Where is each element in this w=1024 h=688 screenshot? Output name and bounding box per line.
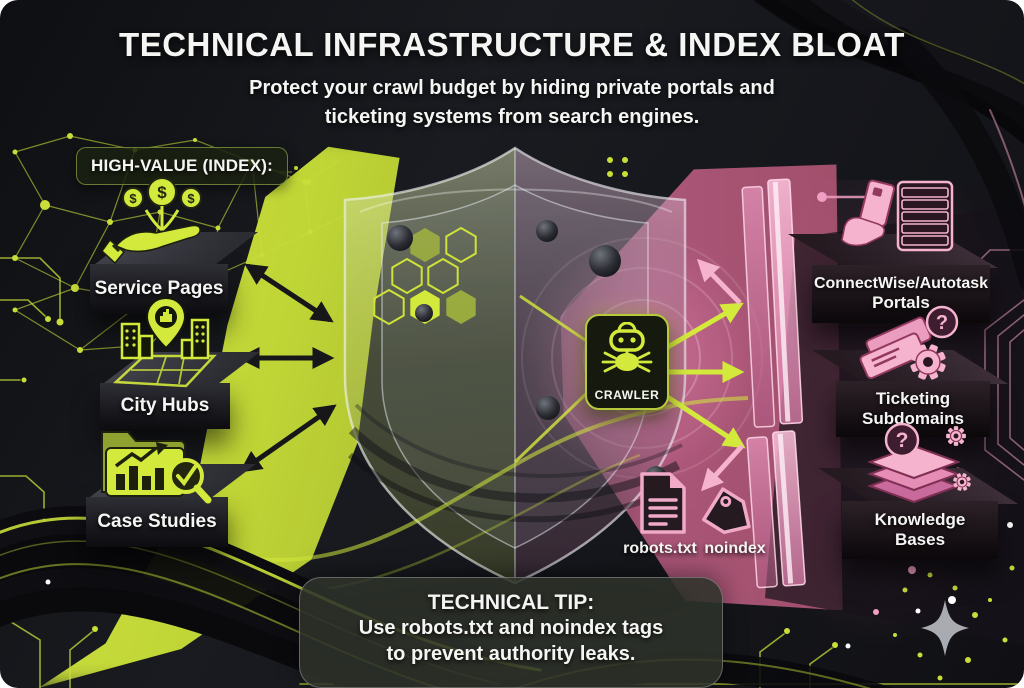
knowledge-label-line1: Knowledge xyxy=(874,510,966,530)
city-map-pin-icon xyxy=(112,296,217,388)
service-pages-label: Service Pages xyxy=(94,278,224,300)
noindex-label: noindex xyxy=(704,540,766,557)
svg-text:$: $ xyxy=(157,183,167,202)
technical-tip-heading: TECHNICAL TIP: xyxy=(427,591,595,614)
city-hubs-label: City Hubs xyxy=(120,395,210,417)
robots-txt-document-icon xyxy=(640,472,686,534)
hand-card-server-icon xyxy=(841,179,954,252)
subtitle-line-1: Protect your crawl budget by hiding priv… xyxy=(249,77,775,99)
robots-txt-label: robots.txt xyxy=(623,540,697,557)
city-hubs-card: City Hubs xyxy=(100,383,230,429)
crawler-label: CRAWLER xyxy=(594,388,660,402)
folder-chart-magnifier-icon xyxy=(101,431,212,504)
case-studies-card: Case Studies xyxy=(86,497,228,547)
bounce-arrows xyxy=(696,258,744,492)
shield-spheres xyxy=(387,220,667,488)
hand-money-icon: $ $ $ xyxy=(102,177,202,265)
network-mesh-nodes xyxy=(12,133,628,353)
high-value-index-label: HIGH-VALUE (INDEX): xyxy=(91,156,273,175)
tickets-gear-question-icon: ? xyxy=(859,305,959,380)
case-studies-label: Case Studies xyxy=(97,511,217,533)
subtitle-line-2: ticketing systems from search engines. xyxy=(324,106,700,128)
page-subtitle: Protect your crawl budget by hiding priv… xyxy=(0,74,1024,132)
crawler-beams xyxy=(513,294,746,464)
ticketing-subdomains-card: Ticketing Subdomains xyxy=(836,381,990,437)
svg-text:?: ? xyxy=(896,429,909,452)
high-value-index-badge: HIGH-VALUE (INDEX): xyxy=(76,147,288,185)
connectwise-portals-label-line2: Portals xyxy=(872,293,930,313)
technical-tip-line1: Use robots.txt and noindex tags xyxy=(358,617,664,639)
connectwise-portals-label-line1: ConnectWise/Autotask xyxy=(813,275,989,293)
knowledge-label-line2: Bases xyxy=(894,530,946,549)
connectwise-portals-card: ConnectWise/Autotask Portals xyxy=(812,265,990,323)
knowledge-bases-card: Knowledge Bases xyxy=(842,501,998,559)
technical-tip-box: TECHNICAL TIP: Use robots.txt and noinde… xyxy=(299,577,723,688)
ticketing-label-line1: Ticketing xyxy=(875,389,951,409)
noindex-tag-icon xyxy=(702,487,751,535)
svg-text:?: ? xyxy=(936,312,948,334)
glass-panels xyxy=(741,178,878,589)
technical-tip-line2: to prevent authority leaks. xyxy=(386,643,636,666)
sparkle-star-icon xyxy=(921,600,969,656)
robot-crawler-icon xyxy=(601,322,653,373)
crawler-badge: CRAWLER xyxy=(585,314,669,410)
svg-text:$: $ xyxy=(129,191,137,206)
books-gears-question-icon: ? xyxy=(867,422,971,504)
exchange-arrows xyxy=(237,263,337,473)
svg-text:$: $ xyxy=(187,191,195,206)
scatter-dots xyxy=(45,522,1015,681)
ticketing-label-line2: Subdomains xyxy=(861,409,964,428)
page-title: TECHNICAL INFRASTRUCTURE & INDEX BLOAT xyxy=(119,26,905,63)
